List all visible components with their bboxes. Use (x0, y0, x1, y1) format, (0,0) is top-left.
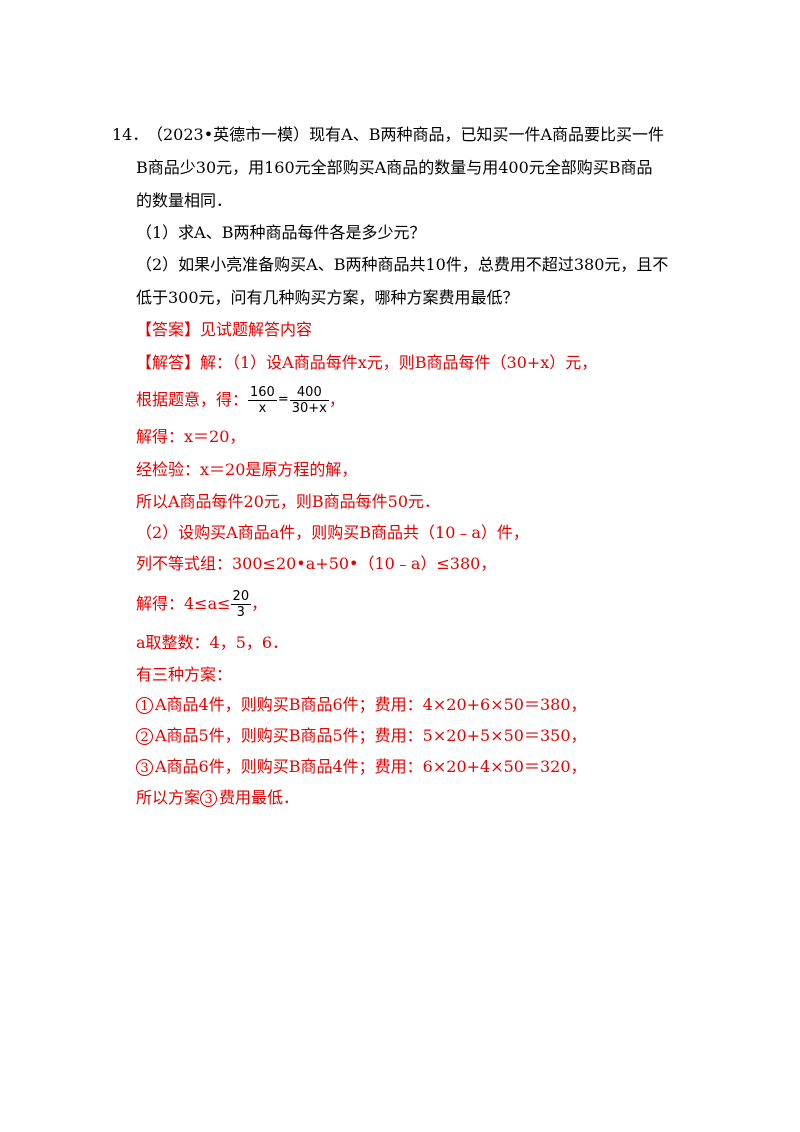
plan-2-text: A商品5件，则购买B商品5件；费用：5×20+5×50＝350， (155, 726, 587, 745)
final-prefix: 所以方案 (136, 788, 201, 807)
question-stem-line-2: B商品少30元，用160元全部购买A商品的数量与用400元全部购买B商品 (136, 158, 653, 177)
integers-line: a取整数：4，5，6． (136, 633, 289, 652)
equation-prefix: 根据题意，得： (136, 390, 249, 409)
plan-3-text: A商品6件，则购买B商品4件；费用：6×20+4×50＝320， (155, 757, 587, 776)
circled-number-3: 3 (200, 790, 218, 807)
question-number: 14． (112, 125, 149, 144)
fraction-numerator: 400 (289, 385, 329, 401)
fraction-400-over-30-plus-x: 400 30+x (289, 385, 329, 416)
circled-number-1: 1 (136, 697, 153, 714)
final-suffix: 费用最低． (219, 788, 300, 807)
solve-2-prefix: 解得：4≤a≤ (136, 594, 231, 613)
circled-number-3: 3 (136, 759, 153, 776)
equation-line: 根据题意，得： 160 x = 400 30+x ， (136, 380, 345, 420)
three-plans-label: 有三种方案： (136, 665, 233, 684)
fraction-numerator: 20 (230, 588, 252, 605)
fraction-numerator: 160 (248, 384, 277, 401)
question-stem-line-3: 的数量相同． (136, 191, 233, 210)
question-part-1: （1）求A、B两种商品每件各是多少元？ (136, 223, 426, 242)
part-2-setup: （2）设购买A商品a件，则购买B商品共（10﹣a）件， (136, 523, 529, 542)
question-stem-line-1: （2023•英德市一模）现有A、B两种商品，已知买一件A商品要比买一件 (147, 125, 665, 144)
fraction-160-over-x: 160 x (248, 385, 277, 416)
solution-intro: 【解答】解：（1）设A商品每件x元，则B商品每件（30+x）元， (136, 353, 598, 372)
conclusion-1: 所以A商品每件20元，则B商品每件50元． (136, 492, 441, 511)
fraction-denominator: 3 (236, 604, 245, 620)
solve-2-suffix: ， (251, 594, 268, 613)
fraction-20-over-3: 20 3 (230, 588, 252, 620)
fraction-denominator: 30+x (291, 400, 327, 416)
solve-result-2: 解得：4≤a≤ 20 3 ， (136, 584, 267, 624)
answer-label: 【答案】见试题解答内容 (136, 320, 313, 339)
plan-1-text: A商品4件，则购买B商品6件；费用：4×20+6×50＝380， (155, 695, 587, 714)
question-part-2-line-2: 低于300元，问有几种购买方案，哪种方案费用最低？ (136, 288, 519, 307)
question-part-2-line-1: （2）如果小亮准备购买A、B两种商品共10件，总费用不超过380元，且不 (136, 255, 669, 274)
circled-number-2: 2 (136, 728, 153, 745)
inequality-line: 列不等式组：300≤20•a+50•（10﹣a）≤380， (136, 554, 497, 573)
solve-result-1: 解得：x＝20， (136, 427, 246, 446)
equation-suffix: ， (328, 390, 345, 409)
fraction-denominator: x (258, 400, 267, 416)
check-line: 经检验：x＝20是原方程的解， (136, 460, 358, 479)
equals-sign: = (277, 392, 289, 407)
